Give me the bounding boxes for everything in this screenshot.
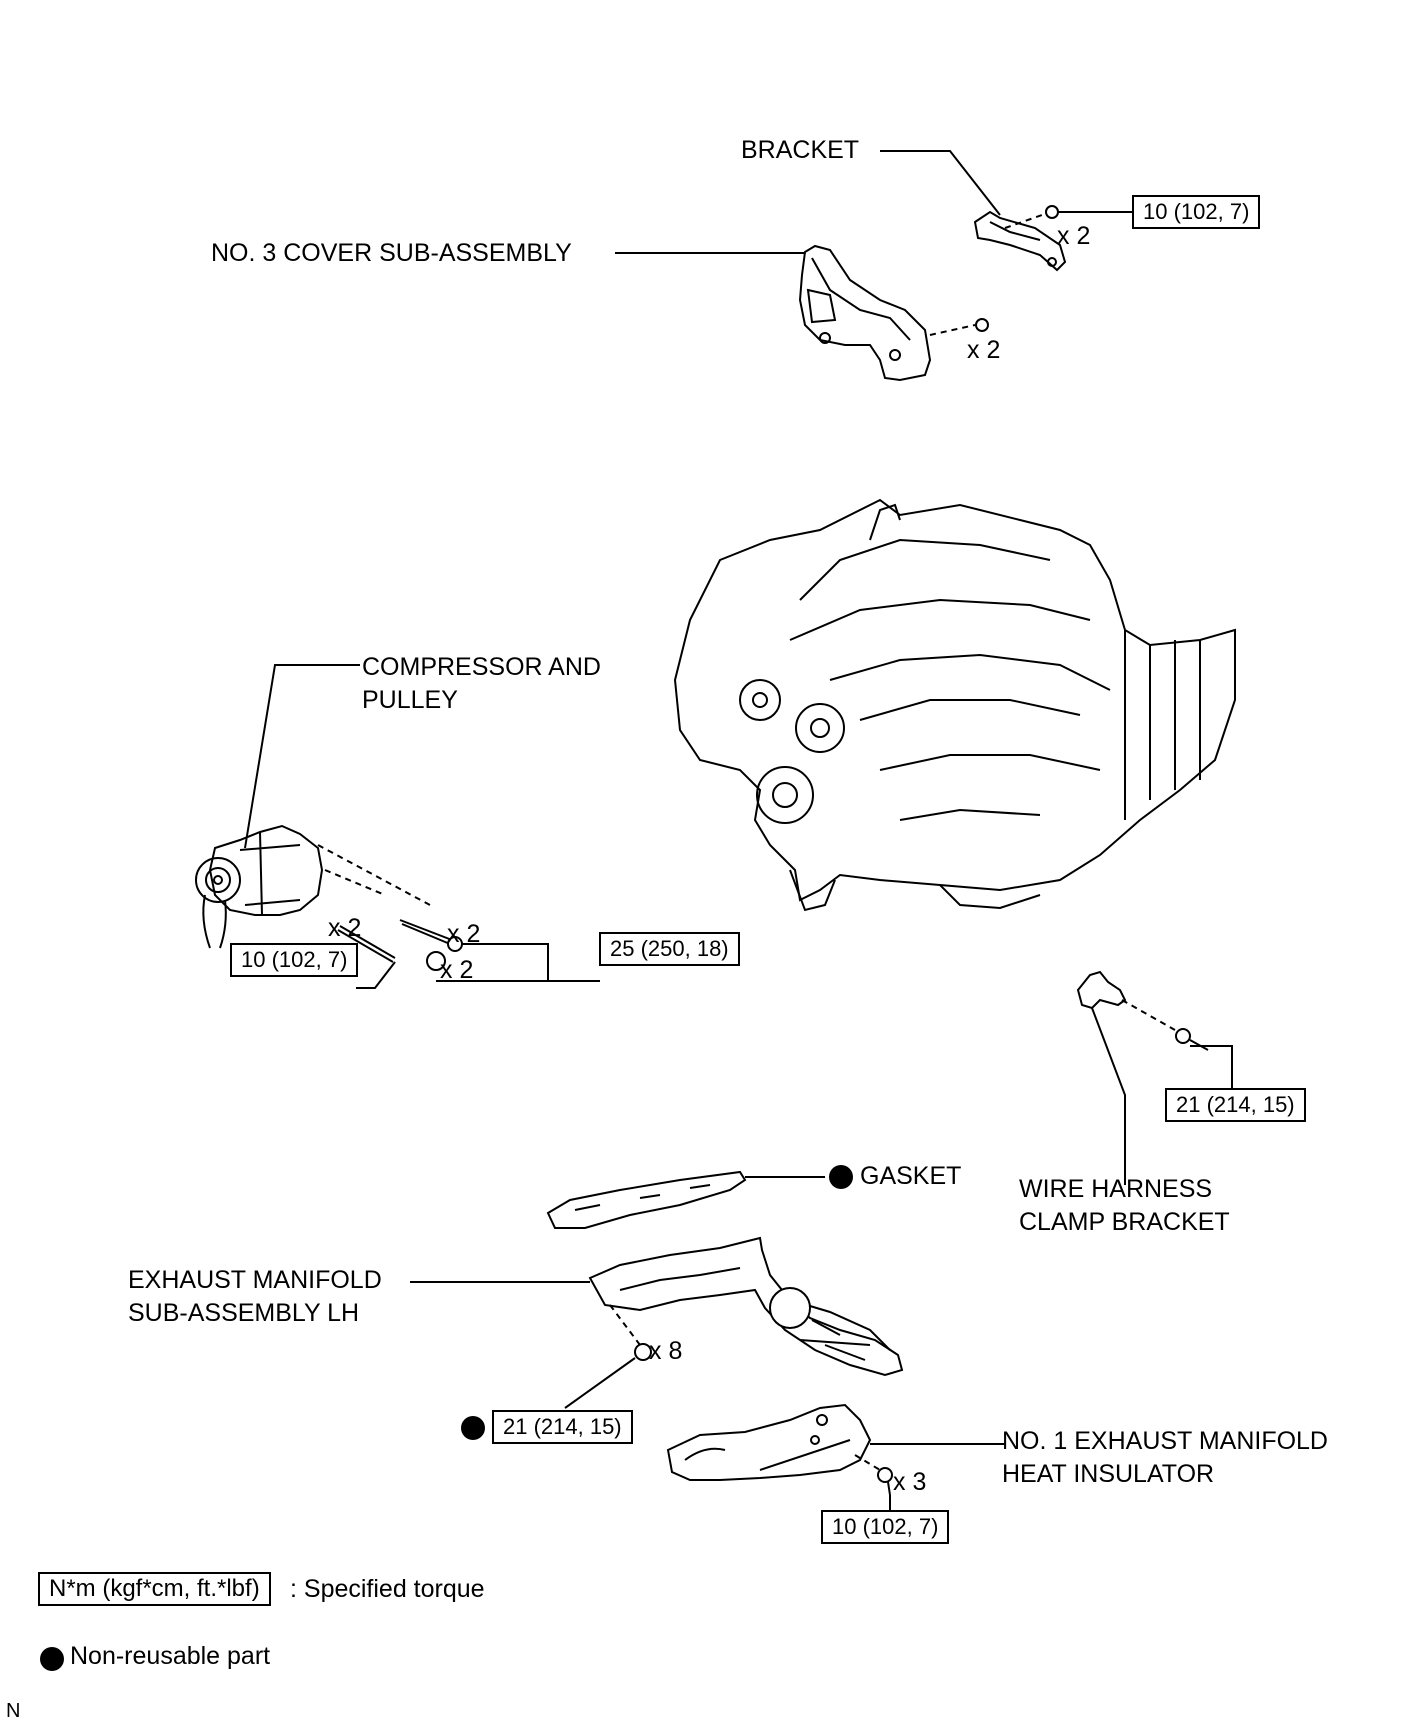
compressor-illustration (195, 824, 324, 949)
manifold-dash (609, 1304, 641, 1346)
qty-insulator-bolt: x 3 (893, 1468, 927, 1496)
bracket-bolt-icon (1045, 205, 1075, 219)
bracket-illustration (973, 210, 1067, 272)
cover-dash (929, 324, 976, 336)
compressor-dash (317, 844, 431, 906)
wire-harness-leader (1091, 1007, 1126, 1185)
label-manifold-2: SUB-ASSEMBLY LH (128, 1299, 360, 1327)
legend-torque-text: : Specified torque (290, 1575, 485, 1603)
legend-nonreusable-text: Non-reusable part (70, 1642, 271, 1670)
legend-torque-box: N*m (kgf*cm, ft.*lbf) (38, 1572, 271, 1606)
insulator-illustration (666, 1403, 872, 1481)
torque-compressor-stud: 10 (102, 7) (230, 943, 359, 977)
stud-torque-leader (356, 961, 396, 989)
nonreusable-marker-manifold-nut (461, 1416, 485, 1440)
torque-manifold-nut: 21 (214, 15) (492, 1410, 633, 1444)
label-no3-cover: NO. 3 COVER SUB-ASSEMBLY (211, 239, 572, 267)
gasket-illustration (546, 1170, 747, 1229)
qty-bracket: x 2 (1057, 222, 1091, 250)
nonreusable-marker-gasket (829, 1165, 853, 1189)
label-gasket: GASKET (860, 1162, 962, 1190)
corner-code: N (6, 1700, 21, 1722)
manifold-torque-leader (564, 1357, 636, 1409)
label-wire-harness-2: CLAMP BRACKET (1019, 1208, 1230, 1236)
label-manifold-1: EXHAUST MANIFOLD (128, 1266, 382, 1294)
label-compressor-2: PULLEY (362, 686, 458, 714)
qty-manifold-nut: x 8 (649, 1337, 683, 1365)
legend-nonreusable-marker (40, 1647, 64, 1671)
torque-wire-harness: 21 (214, 15) (1165, 1088, 1306, 1122)
compressor-leader (244, 664, 360, 849)
label-insulator-2: HEAT INSULATOR (1002, 1460, 1215, 1488)
torque-insulator: 10 (102, 7) (821, 1510, 950, 1544)
wire-harness-dash (1121, 999, 1176, 1031)
insulator-dash (854, 1454, 881, 1471)
label-compressor-1: COMPRESSOR AND (362, 653, 601, 681)
torque-compressor-bolt: 25 (250, 18) (599, 932, 740, 966)
wire-harness-torque-leader (1190, 1045, 1233, 1090)
cover-illustration (798, 244, 932, 382)
compressor-nut-icon (426, 951, 446, 971)
qty-cover: x 2 (967, 336, 1001, 364)
bracket-leader (880, 150, 1001, 216)
compressor-torque-leader (462, 943, 600, 982)
qty-compressor-nut: x 2 (440, 956, 474, 984)
manifold-nut-icon (634, 1343, 652, 1361)
compressor-bolt-icon (399, 919, 463, 952)
compressor-stud-icon (337, 925, 396, 963)
label-bracket: BRACKET (741, 136, 860, 164)
qty-compressor-stud: x 2 (328, 914, 362, 942)
manifold-illustration (588, 1236, 904, 1377)
engine-illustration (673, 498, 1236, 912)
label-wire-harness-1: WIRE HARNESS (1019, 1175, 1213, 1203)
wire-harness-illustration (1076, 970, 1127, 1010)
cover-bolt-icon (975, 318, 989, 332)
label-insulator-1: NO. 1 EXHAUST MANIFOLD (1002, 1427, 1328, 1455)
torque-bracket: 10 (102, 7) (1132, 195, 1261, 229)
bracket-dash (1004, 213, 1046, 229)
qty-compressor-bolt: x 2 (447, 920, 481, 948)
insulator-bolt-icon (877, 1467, 893, 1496)
